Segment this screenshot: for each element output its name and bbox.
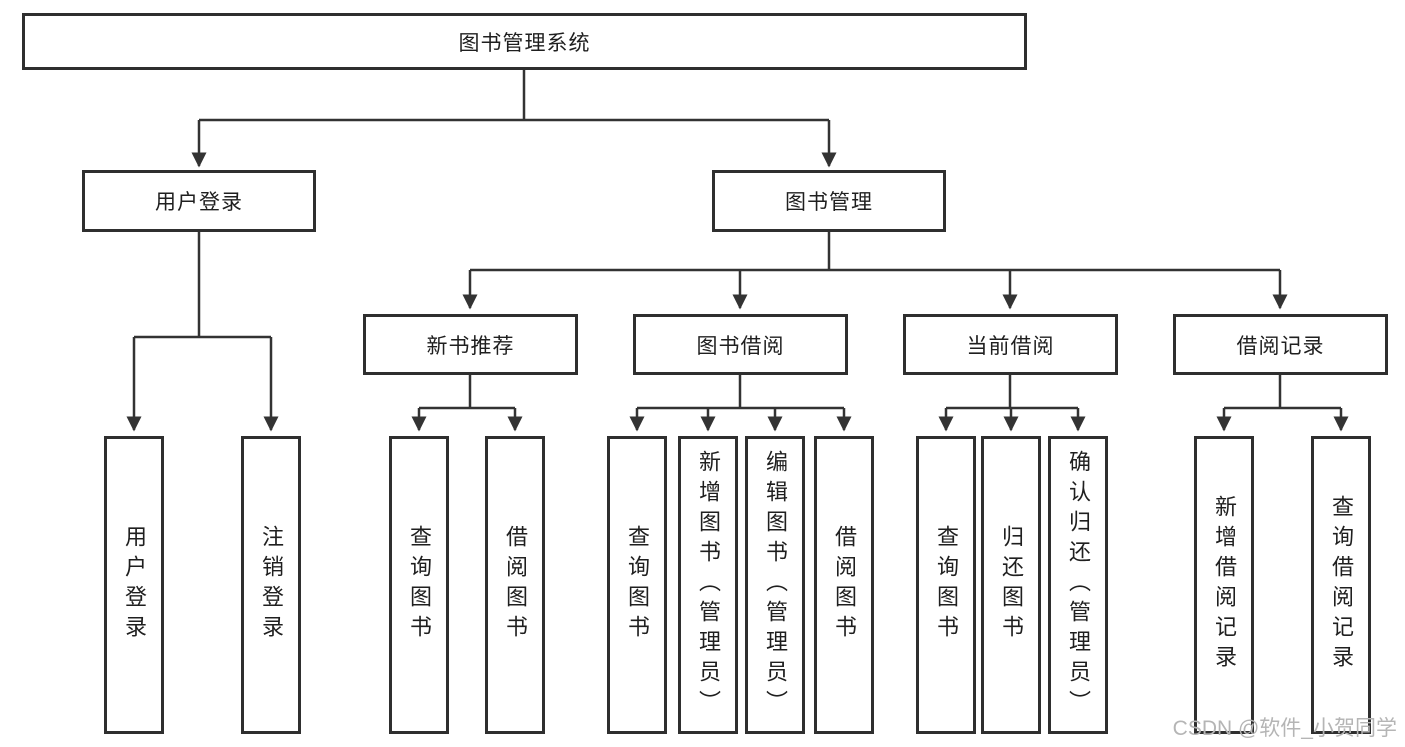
leaf-current-return-books: 归还图书 [981, 436, 1041, 734]
node-borrow-records-label: 借阅记录 [1236, 334, 1325, 358]
node-current-borrow: 当前借阅 [903, 314, 1118, 375]
node-borrow-records: 借阅记录 [1173, 314, 1388, 375]
node-book-management: 图书管理 [712, 170, 946, 232]
node-book-borrow-label: 图书借阅 [696, 334, 785, 358]
leaf-borrow-add-books-admin: 新增图书（管理员） [678, 436, 738, 734]
leaf-borrow-add-books-admin-label: 新增图书（管理员） [696, 450, 721, 720]
node-user-login-label: 用户登录 [155, 191, 243, 214]
node-library-system: 图书管理系统 [22, 13, 1027, 70]
leaf-records-add-record-label: 新增借阅记录 [1212, 495, 1237, 675]
leaf-current-confirm-return-admin: 确认归还（管理员） [1048, 436, 1108, 734]
leaf-newbook-query-books-label: 查询图书 [407, 525, 432, 645]
leaf-borrow-edit-books-admin-label: 编辑图书（管理员） [763, 450, 788, 720]
leaf-records-add-record: 新增借阅记录 [1194, 436, 1254, 734]
node-new-book-recommend: 新书推荐 [363, 314, 578, 375]
leaf-borrow-query-books-label: 查询图书 [625, 525, 650, 645]
leaf-user-login-label: 用户登录 [122, 525, 147, 645]
node-book-borrow: 图书借阅 [633, 314, 848, 375]
leaf-records-query-record: 查询借阅记录 [1311, 436, 1371, 734]
leaf-logout-label: 注销登录 [259, 525, 284, 645]
leaf-records-query-record-label: 查询借阅记录 [1329, 495, 1354, 675]
leaf-current-query-books: 查询图书 [916, 436, 976, 734]
leaf-logout: 注销登录 [241, 436, 301, 734]
leaf-user-login: 用户登录 [104, 436, 164, 734]
leaf-borrow-edit-books-admin: 编辑图书（管理员） [745, 436, 805, 734]
node-book-management-label: 图书管理 [785, 191, 873, 214]
node-new-book-recommend-label: 新书推荐 [426, 334, 515, 358]
leaf-borrow-borrow-books: 借阅图书 [814, 436, 874, 734]
leaf-newbook-borrow-books-label: 借阅图书 [503, 525, 528, 645]
leaf-current-confirm-return-admin-label: 确认归还（管理员） [1066, 450, 1091, 720]
node-user-login: 用户登录 [82, 170, 316, 232]
leaf-borrow-borrow-books-label: 借阅图书 [832, 525, 857, 645]
leaf-current-return-books-label: 归还图书 [999, 525, 1024, 645]
node-library-system-label: 图书管理系统 [458, 31, 591, 55]
leaf-borrow-query-books: 查询图书 [607, 436, 667, 734]
node-current-borrow-label: 当前借阅 [966, 334, 1055, 358]
leaf-current-query-books-label: 查询图书 [934, 525, 959, 645]
leaf-newbook-query-books: 查询图书 [389, 436, 449, 734]
leaf-newbook-borrow-books: 借阅图书 [485, 436, 545, 734]
